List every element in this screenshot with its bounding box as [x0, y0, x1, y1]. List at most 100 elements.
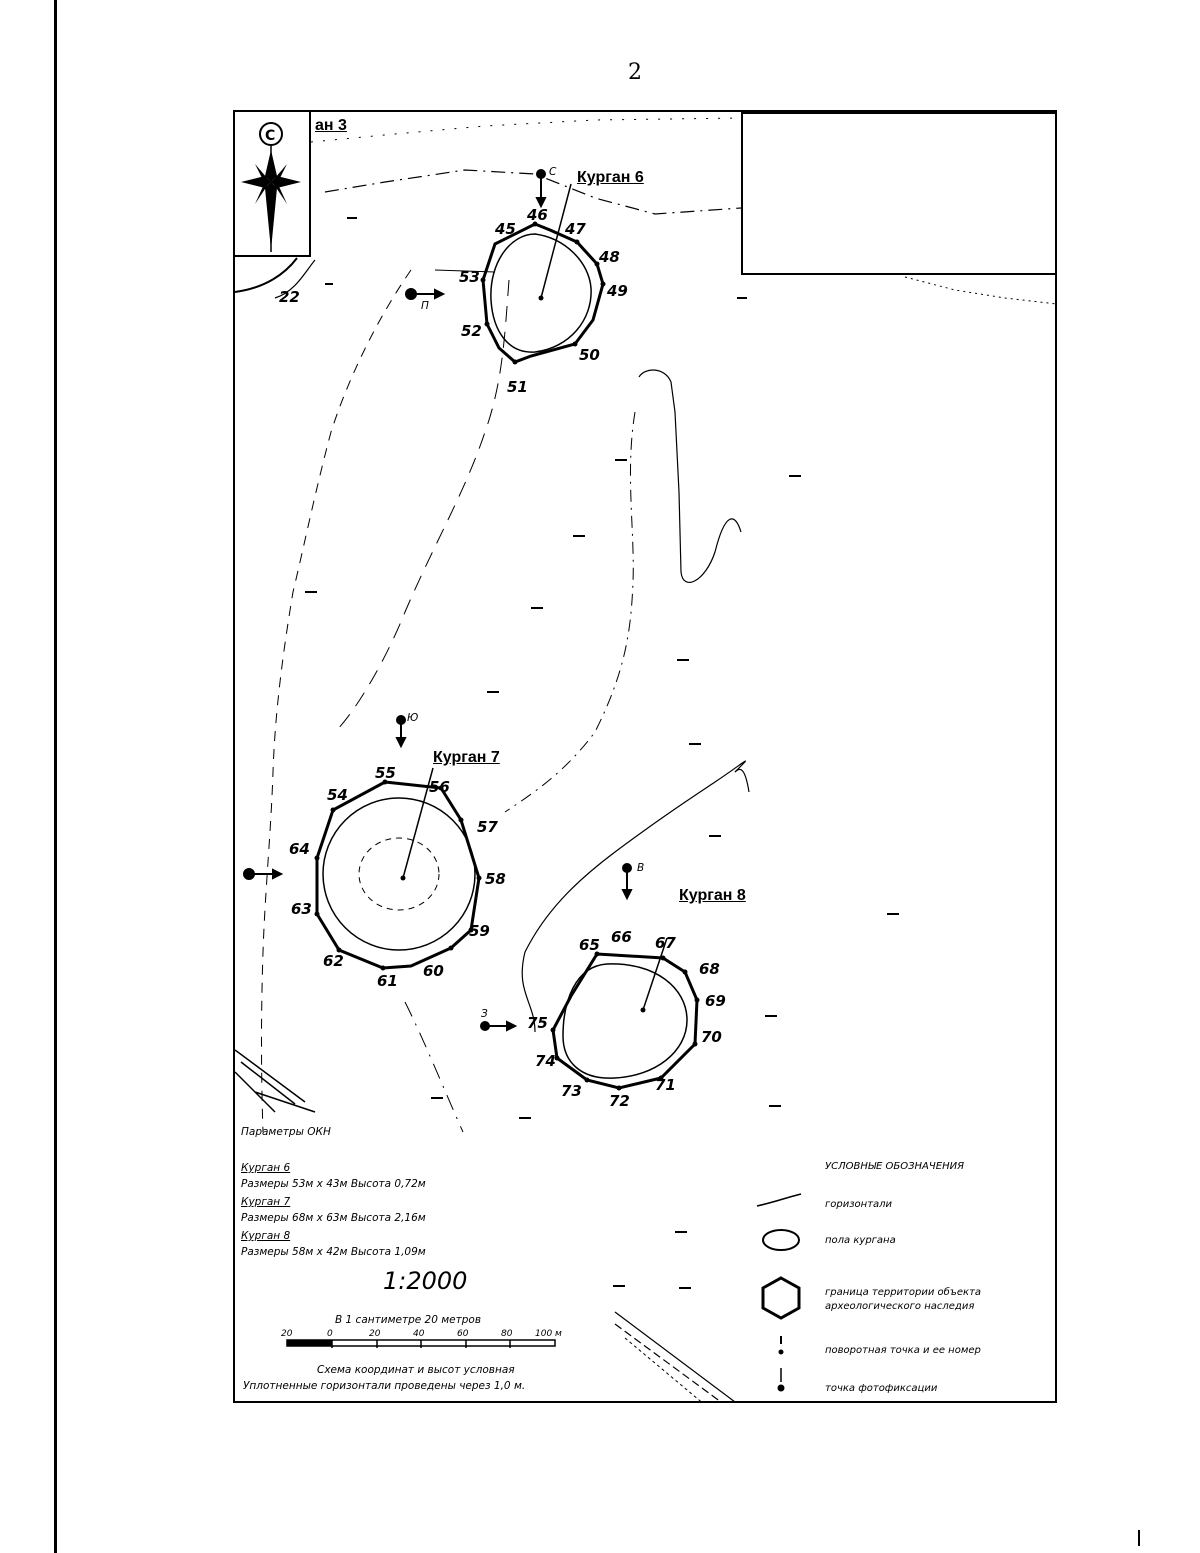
- scale-tick: 80: [501, 1329, 513, 1339]
- kurgan8-center: [640, 1007, 646, 1013]
- top-contour: [324, 169, 742, 215]
- scale-per-cm: В 1 сантиметре 20 метров: [335, 1314, 482, 1326]
- legend-icons: [756, 1193, 802, 1392]
- scale-tick: 20: [369, 1329, 381, 1339]
- kurgan6-leader: [540, 183, 572, 299]
- north-letter: С: [265, 128, 275, 144]
- vertex-label: 71: [655, 1076, 676, 1094]
- vertex-label: 67: [655, 934, 676, 952]
- kurgan7-label: Курган 7: [433, 749, 500, 766]
- photo-point-label: Ю: [407, 712, 419, 724]
- scale-tick: 40: [413, 1329, 425, 1339]
- kurgan3-label: ан 3: [315, 117, 347, 134]
- kurgan8-leader: [642, 937, 668, 1011]
- vertex-label: 63: [291, 900, 312, 918]
- vertex-label: 58: [485, 870, 506, 888]
- photo-point-label: П: [421, 300, 429, 312]
- param-name: Курган 6: [241, 1162, 291, 1174]
- road-se-3: [624, 1337, 702, 1401]
- north-arrow-box: С: [235, 112, 311, 257]
- contour-ridge: [334, 279, 510, 733]
- photo-points: [243, 169, 633, 1032]
- contour-k3-b: [274, 259, 316, 299]
- vertex-label: 50: [579, 346, 600, 364]
- kurgan8-mound: [562, 963, 688, 1079]
- param-name: Курган 8: [241, 1230, 291, 1242]
- blank-corner-box: [741, 112, 1055, 275]
- photo-point-label: В: [637, 862, 645, 874]
- page-right-mark: [1138, 1530, 1140, 1546]
- legend-boundary-text: граница территории объекта: [825, 1287, 982, 1298]
- contour-west: [261, 269, 412, 1133]
- kurgan6-mound: [490, 233, 592, 353]
- vertex-label: 72: [609, 1092, 630, 1110]
- param-dims: Размеры 58м х 42м Высота 1,09м: [241, 1246, 426, 1258]
- right-dotted-line: [904, 276, 1055, 305]
- vertex-label: 55: [375, 764, 396, 782]
- contour-k3: [235, 257, 298, 293]
- kurgan6-center: [538, 295, 544, 301]
- scale-tick: 60: [457, 1329, 469, 1339]
- road-hatch-sw: [235, 1049, 316, 1113]
- vertex-label: 64: [289, 840, 310, 858]
- scale-note-1: Схема координат и высот условная: [317, 1364, 515, 1376]
- vertex-label: 75: [527, 1014, 548, 1032]
- vertex-label: 46: [527, 206, 548, 224]
- vertex-label: 69: [705, 992, 726, 1010]
- kurgan6-label: Курган 6: [577, 169, 644, 186]
- map-frame: С ан 3 22 Курган 6 45 46 47 48 49 50 51 …: [233, 110, 1057, 1403]
- photo-point-label: З: [481, 1008, 488, 1020]
- vertex-label: 45: [495, 220, 516, 238]
- scale-note-2: Уплотненные горизонтали проведены через …: [243, 1380, 526, 1392]
- legend-vertex-text: поворотная точка и ее номер: [825, 1345, 981, 1356]
- spot-heights: [305, 217, 899, 1289]
- contour-south: [404, 1001, 464, 1133]
- vertex-label: 60: [423, 962, 444, 980]
- vertex-label: 47: [565, 220, 586, 238]
- vertex-label: 62: [323, 952, 344, 970]
- page-number: 2: [628, 60, 642, 85]
- kurgan6-boundary: [481, 222, 605, 364]
- legend-title: УСЛОВНЫЕ ОБОЗНАЧЕНИЯ: [825, 1161, 965, 1172]
- kurgan7-inner-contour: [358, 837, 440, 911]
- contour-k8-north: [521, 760, 746, 1033]
- scale-bar: [286, 1339, 556, 1348]
- legend-photo-text: точка фотофиксации: [825, 1383, 938, 1394]
- param-dims: Размеры 68м х 63м Высота 2,16м: [241, 1212, 426, 1224]
- contour-central: [504, 411, 636, 813]
- north-arrow-icon: С: [241, 122, 301, 252]
- vertex-label: 52: [461, 322, 482, 340]
- photo-point-label: С: [549, 166, 557, 178]
- vertex-label: 74: [535, 1052, 556, 1070]
- kurgan7-mound: [322, 797, 476, 951]
- scale-tick: 0: [327, 1329, 333, 1339]
- vertex-label: 49: [607, 282, 628, 300]
- vertex-label: 56: [429, 778, 450, 796]
- legend-boundary-text-2: археологического наследия: [825, 1301, 975, 1312]
- road-se-2: [614, 1323, 721, 1401]
- vertex-label: 73: [561, 1082, 582, 1100]
- map-drawing: [235, 117, 1055, 1401]
- param-name: Курган 7: [241, 1196, 291, 1208]
- vertex-label: 53: [459, 268, 480, 286]
- kurgan8-label: Курган 8: [679, 887, 746, 904]
- vertex-label: 66: [611, 928, 632, 946]
- scale-tick: 20: [281, 1329, 293, 1339]
- vertex-label: 57: [477, 818, 498, 836]
- contour-east: [638, 369, 742, 583]
- kurgan7-boundary: [315, 780, 481, 970]
- legend-contour-text: горизонтали: [825, 1199, 893, 1210]
- vertex-label: 51: [507, 378, 528, 396]
- contour-k8-north-b: [734, 768, 750, 793]
- kurgan8-boundary: [551, 952, 699, 1090]
- top-dotted-line: [310, 117, 742, 143]
- vertex-label: 65: [579, 936, 600, 954]
- params-title: Параметры ОКН: [241, 1126, 331, 1138]
- param-dims: Размеры 53м х 43м Высота 0,72м: [241, 1178, 426, 1190]
- kurgan7-center: [400, 875, 406, 881]
- vertex-label: 68: [699, 960, 720, 978]
- scale-ratio: 1:2000: [383, 1267, 468, 1295]
- kurgan7-leader: [402, 767, 434, 879]
- vertex-label: 48: [599, 248, 620, 266]
- road-se-1: [614, 1311, 735, 1401]
